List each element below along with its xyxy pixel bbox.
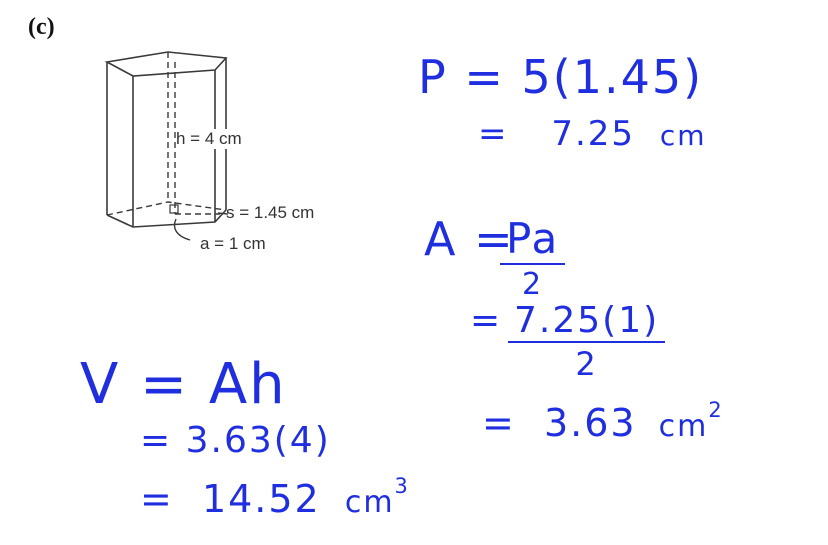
area-frac2-equals: = xyxy=(470,300,503,341)
area-result-equals: = xyxy=(482,400,516,445)
part-label: (c) xyxy=(28,14,55,40)
apothem-label: a = 1 cm xyxy=(200,234,266,253)
side-pointer xyxy=(217,212,229,215)
perimeter-equals: = xyxy=(478,114,509,154)
prism-bottom-front xyxy=(106,209,227,228)
area-fraction-2-numerator: 7.25(1) xyxy=(514,300,660,341)
volume-line-2: = 3.63(4) xyxy=(140,420,331,461)
perimeter-unit: cm xyxy=(659,119,707,152)
area-fraction-2-bar xyxy=(508,341,666,343)
area-result-exponent: 2 xyxy=(708,398,722,422)
area-result-value: 3.63 xyxy=(543,400,637,445)
volume-result-value: 14.52 xyxy=(201,476,321,521)
perimeter-line-1: P = 5(1.45) xyxy=(418,50,704,104)
area-fraction-1-denominator: 2 xyxy=(522,267,544,302)
area-result-unit: cm xyxy=(658,408,709,444)
area-fraction-2-denominator: 2 xyxy=(575,345,598,383)
perimeter-line-2: = 7.25 cm xyxy=(478,114,707,154)
apothem-pointer xyxy=(173,218,191,241)
perimeter-value: 7.25 xyxy=(551,114,636,154)
area-fraction-1-numerator: Pa xyxy=(506,214,560,263)
volume-result-unit: cm xyxy=(344,484,395,520)
prism-hidden-bottom xyxy=(106,201,227,216)
right-angle-marker xyxy=(169,204,179,214)
area-lhs: A = xyxy=(424,212,515,266)
area-fraction-1-bar xyxy=(500,263,566,265)
volume-line-3: = 14.52 cm3 xyxy=(140,474,408,521)
volume-result-exponent: 3 xyxy=(394,474,408,498)
prism-top-face xyxy=(104,51,228,77)
side-label: s = 1.45 cm xyxy=(226,203,315,222)
volume-result-equals: = xyxy=(140,476,174,521)
volume-line-1: V = Ah xyxy=(80,352,287,417)
area-fraction-2: 7.25(1) 2 xyxy=(508,300,666,383)
height-label: h = 4 cm xyxy=(176,129,242,149)
area-fraction-1: Pa 2 xyxy=(500,214,566,302)
area-result: = 3.63 cm2 xyxy=(482,398,722,445)
